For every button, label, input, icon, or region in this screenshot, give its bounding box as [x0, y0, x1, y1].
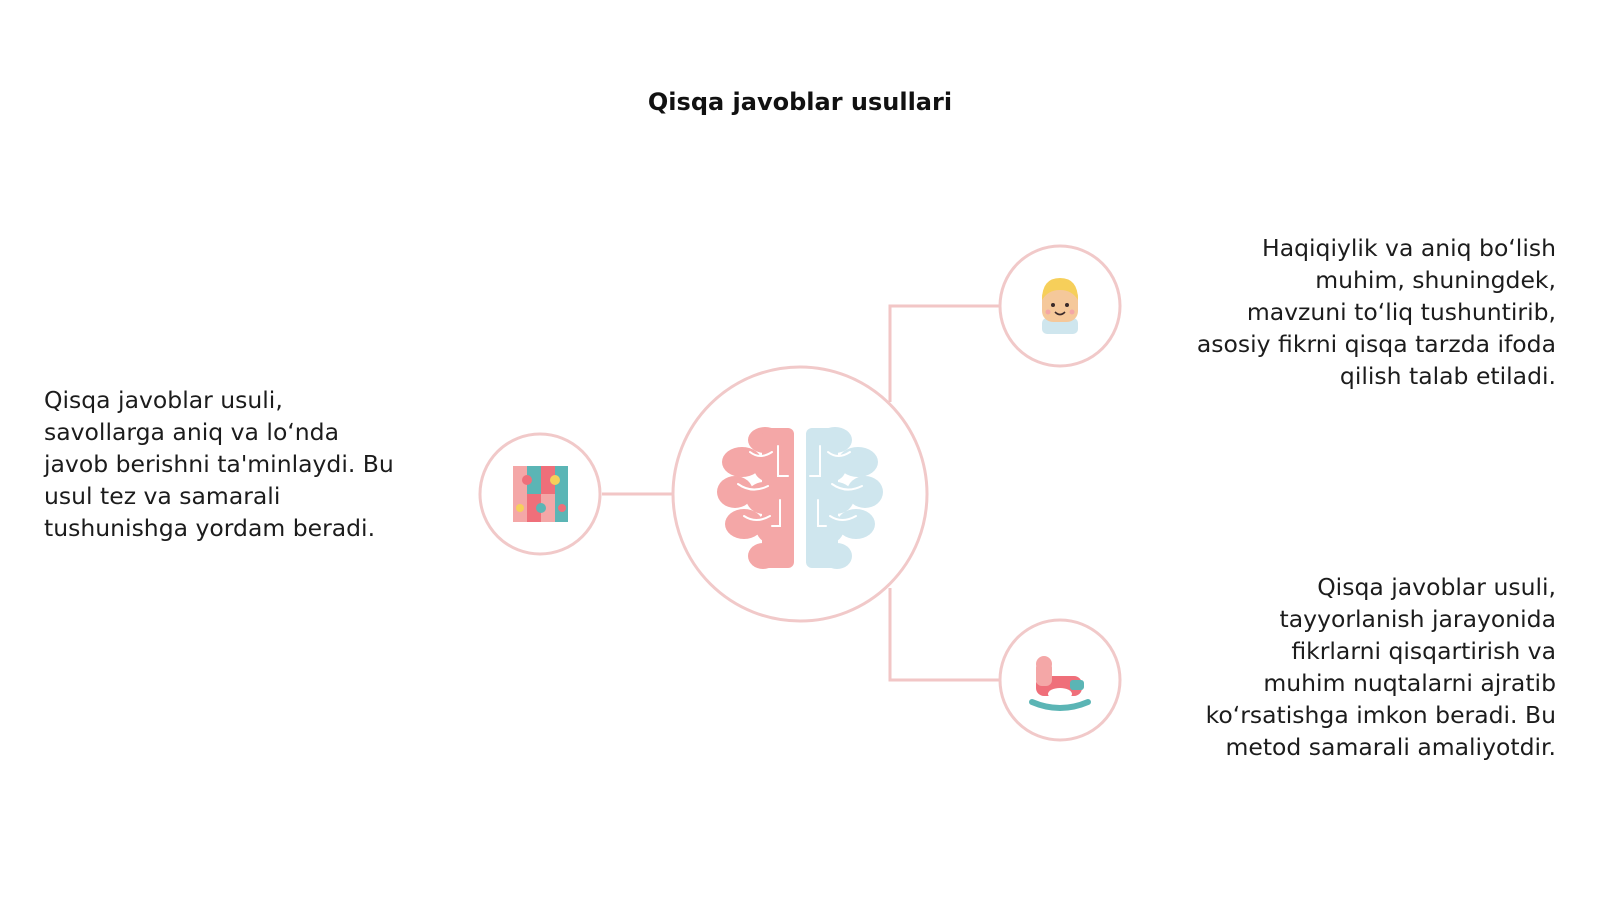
bottom-right-node-text: Qisqa javoblar usuli, tayyorlanish jaray…: [1205, 573, 1556, 761]
page-title: Qisqa javoblar usullari: [647, 88, 953, 116]
child-face-icon: [1042, 278, 1078, 334]
center-node: [671, 365, 929, 623]
left-node-text: Qisqa javoblar usuli, savollarga aniq va…: [44, 386, 394, 542]
top-right-node-text: Haqiqiylik va aniq boʻlish muhim, shunin…: [1196, 234, 1556, 390]
left-node: [478, 432, 602, 556]
puzzle-icon: [513, 466, 568, 522]
brain-icon: [717, 427, 883, 569]
connector-bottom-right: [888, 588, 1000, 682]
connector-top-right: [888, 304, 1000, 402]
rocking-horse-icon: [1029, 656, 1091, 711]
top-right-node: [998, 244, 1122, 368]
connector-lines: [602, 304, 1000, 682]
bottom-right-node: [998, 618, 1122, 742]
